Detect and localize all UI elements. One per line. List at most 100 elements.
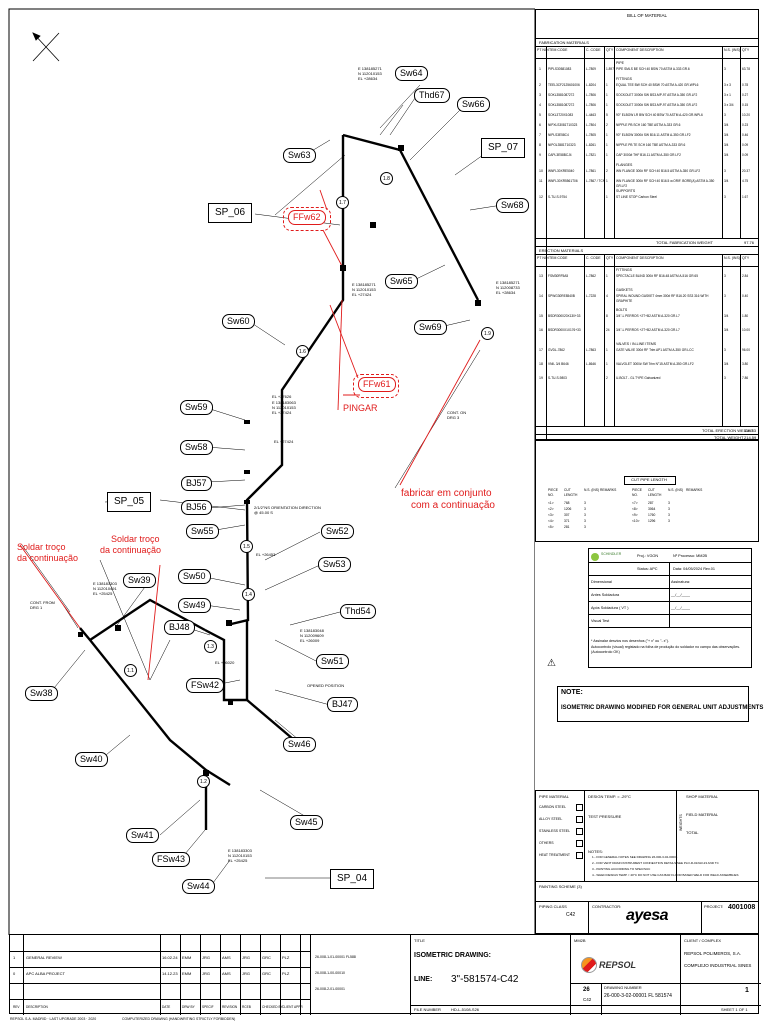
bom-item-code: SOKL3T20X1083 xyxy=(548,113,573,117)
weld-tag[interactable]: Sw59 xyxy=(180,400,213,415)
bom-qty: 1 xyxy=(606,195,608,199)
bom-column-header: QTY xyxy=(606,256,614,260)
qc-row-divider xyxy=(589,562,751,563)
cut-cell: 3 xyxy=(584,501,586,505)
bom-column-header: C. CODE xyxy=(586,48,601,52)
thread-tag[interactable]: Thd67 xyxy=(414,88,450,103)
project-number: 4001008 xyxy=(728,904,756,911)
company-name: SCHINDLER xyxy=(601,552,622,556)
cut-cell: 768 xyxy=(564,501,570,505)
cut-cell: <4> xyxy=(548,519,554,523)
pipe-material-checkbox[interactable] xyxy=(576,852,583,859)
logo-icon xyxy=(591,553,599,561)
field-weld-tag[interactable]: FSw42 xyxy=(186,678,225,693)
revision-cell: GENERAL REVIEW xyxy=(26,955,62,960)
pipe-route xyxy=(79,133,480,830)
revision-header: DRW BY xyxy=(182,1005,195,1009)
pipe-material-checkbox[interactable] xyxy=(576,840,583,847)
pipe-material-row: OTHERS xyxy=(539,841,554,845)
note-title: NOTE: xyxy=(561,689,583,696)
bolted-joint-tag[interactable]: BJ48 xyxy=(164,620,195,635)
weld-tag[interactable]: Sw65 xyxy=(385,274,418,289)
bom-item-code: WNFL30XRE5040 xyxy=(548,169,575,173)
pipe-material-panel: PIPE MATERIAL DESIGN TEMP. = -29°C TEST … xyxy=(535,790,759,934)
bom-qty: 1 xyxy=(606,348,608,352)
bolted-joint-tag[interactable]: BJ57 xyxy=(181,476,212,491)
shop-material: SHOP MATERIAL xyxy=(686,794,719,799)
bom-column-header: QTY xyxy=(742,48,750,52)
weld-continuation-note-b1: Soldar troço xyxy=(17,542,66,552)
weld-tag[interactable]: Sw49 xyxy=(178,598,211,613)
weld-tag[interactable]: Sw53 xyxy=(318,557,351,572)
fabricate-note-line1: fabricar em conjunto xyxy=(401,488,492,499)
pipe-material-checkbox[interactable] xyxy=(576,816,583,823)
bom-column-header: C. CODE xyxy=(586,256,601,260)
drawing-number: 26-000-3-02-00001 FL 581574 xyxy=(604,993,672,999)
field-weld-tag[interactable]: FFw61 xyxy=(358,377,396,392)
position-label: OPENED POSITION xyxy=(307,683,345,688)
weld-tag[interactable]: Sw41 xyxy=(126,828,159,843)
pipe-material-checkbox[interactable] xyxy=(576,804,583,811)
weld-tag[interactable]: Sw52 xyxy=(321,524,354,539)
field-material: FIELD MATERIAL xyxy=(686,812,719,817)
bom-item-code: SOKL3581087272 xyxy=(548,103,575,107)
weld-tag[interactable]: Sw45 xyxy=(290,815,323,830)
revision-cell: AMS xyxy=(222,971,231,976)
spool-tag[interactable]: SP_04 xyxy=(330,869,375,889)
piece-marker-9: 1.2 xyxy=(197,775,210,788)
cut-cell: 1296 xyxy=(648,519,656,523)
bom-weight: 3.80 xyxy=(742,362,749,366)
bom-description: 3/4"-L PERROS +2T+B2 ASTM A-320 GR.L7 xyxy=(616,314,680,318)
weld-tag[interactable]: Sw38 xyxy=(25,686,58,701)
bom-ns: 3/4 xyxy=(724,123,729,127)
revision-header: REVISION xyxy=(222,1005,238,1009)
weld-tag[interactable]: Sw58 xyxy=(180,440,213,455)
bom-pt-no: 4 xyxy=(539,103,541,107)
field-weld-tag[interactable]: FFw62 xyxy=(288,210,326,225)
bom-column-header: QTY xyxy=(606,48,614,52)
elevation-label: EL +26453 xyxy=(256,552,276,557)
bom-weight: 0.15 xyxy=(742,103,749,107)
spool-tag[interactable]: SP_06 xyxy=(208,203,253,223)
weld-tag[interactable]: Sw63 xyxy=(283,148,316,163)
cut-column-header: REMARKS xyxy=(686,488,703,492)
bolted-joint-tag[interactable]: BJ56 xyxy=(181,500,212,515)
revision-cell: JRG xyxy=(242,955,250,960)
cut-column-header: REMARKS xyxy=(600,488,617,492)
continuation-label: CONT. ON DRG 3 xyxy=(447,410,467,420)
bom-column-header: PT NO xyxy=(537,48,548,52)
weld-tag[interactable]: Sw64 xyxy=(395,66,428,81)
bom-description: U-BOLT - GL TYPE Galvanized xyxy=(616,376,661,380)
field-weld-tag[interactable]: FSw43 xyxy=(152,852,191,867)
bom-column-header: N.S. (INS) xyxy=(724,256,740,260)
weld-tag[interactable]: Sw46 xyxy=(283,737,316,752)
weld-tag[interactable]: Sw60 xyxy=(222,314,255,329)
client-name: REPSOL POLIMEROS, S.A. xyxy=(684,951,742,956)
spool-tag[interactable]: SP_07 xyxy=(481,138,526,158)
weld-tag[interactable]: Sw39 xyxy=(123,573,156,588)
weld-tag[interactable]: Sw55 xyxy=(186,524,219,539)
bom-description: VALVOLET 3000# SW Trim N°15 ASTM A-350 G… xyxy=(616,362,694,366)
bom-pt-no: 7 xyxy=(539,133,541,137)
weld-tag[interactable]: Sw66 xyxy=(457,97,490,112)
thread-tag[interactable]: Thd54 xyxy=(340,604,376,619)
bom-qty: 1 xyxy=(606,93,608,97)
weld-tag[interactable]: Sw40 xyxy=(75,752,108,767)
coordinate-label: E 138183303 N 112010153 EL +25425 xyxy=(228,848,252,863)
weld-tag[interactable]: Sw44 xyxy=(182,879,215,894)
bom-item-code: BSDR300020X130+33 xyxy=(548,314,581,318)
weld-tag[interactable]: Sw50 xyxy=(178,569,211,584)
area-code: 26 xyxy=(583,987,590,993)
pipe-material-checkbox[interactable] xyxy=(576,828,583,835)
weld-tag[interactable]: Sw51 xyxy=(316,654,349,669)
bom-title: BILL OF MATERIAL xyxy=(626,13,667,18)
piping-class-value: C42 xyxy=(566,912,576,918)
spool-tag[interactable]: SP_05 xyxy=(107,492,152,512)
coordinate-label: E 138185271 N 112010153 EL +27424 xyxy=(352,282,376,297)
bolted-joint-tag[interactable]: BJ47 xyxy=(327,697,358,712)
weld-tag[interactable]: Sw68 xyxy=(496,198,529,213)
drawing-number-label: DRAWING NUMBER xyxy=(604,985,642,990)
pipe-material-row: CARBON STEEL xyxy=(539,805,567,809)
weld-tag[interactable]: Sw69 xyxy=(414,320,447,335)
